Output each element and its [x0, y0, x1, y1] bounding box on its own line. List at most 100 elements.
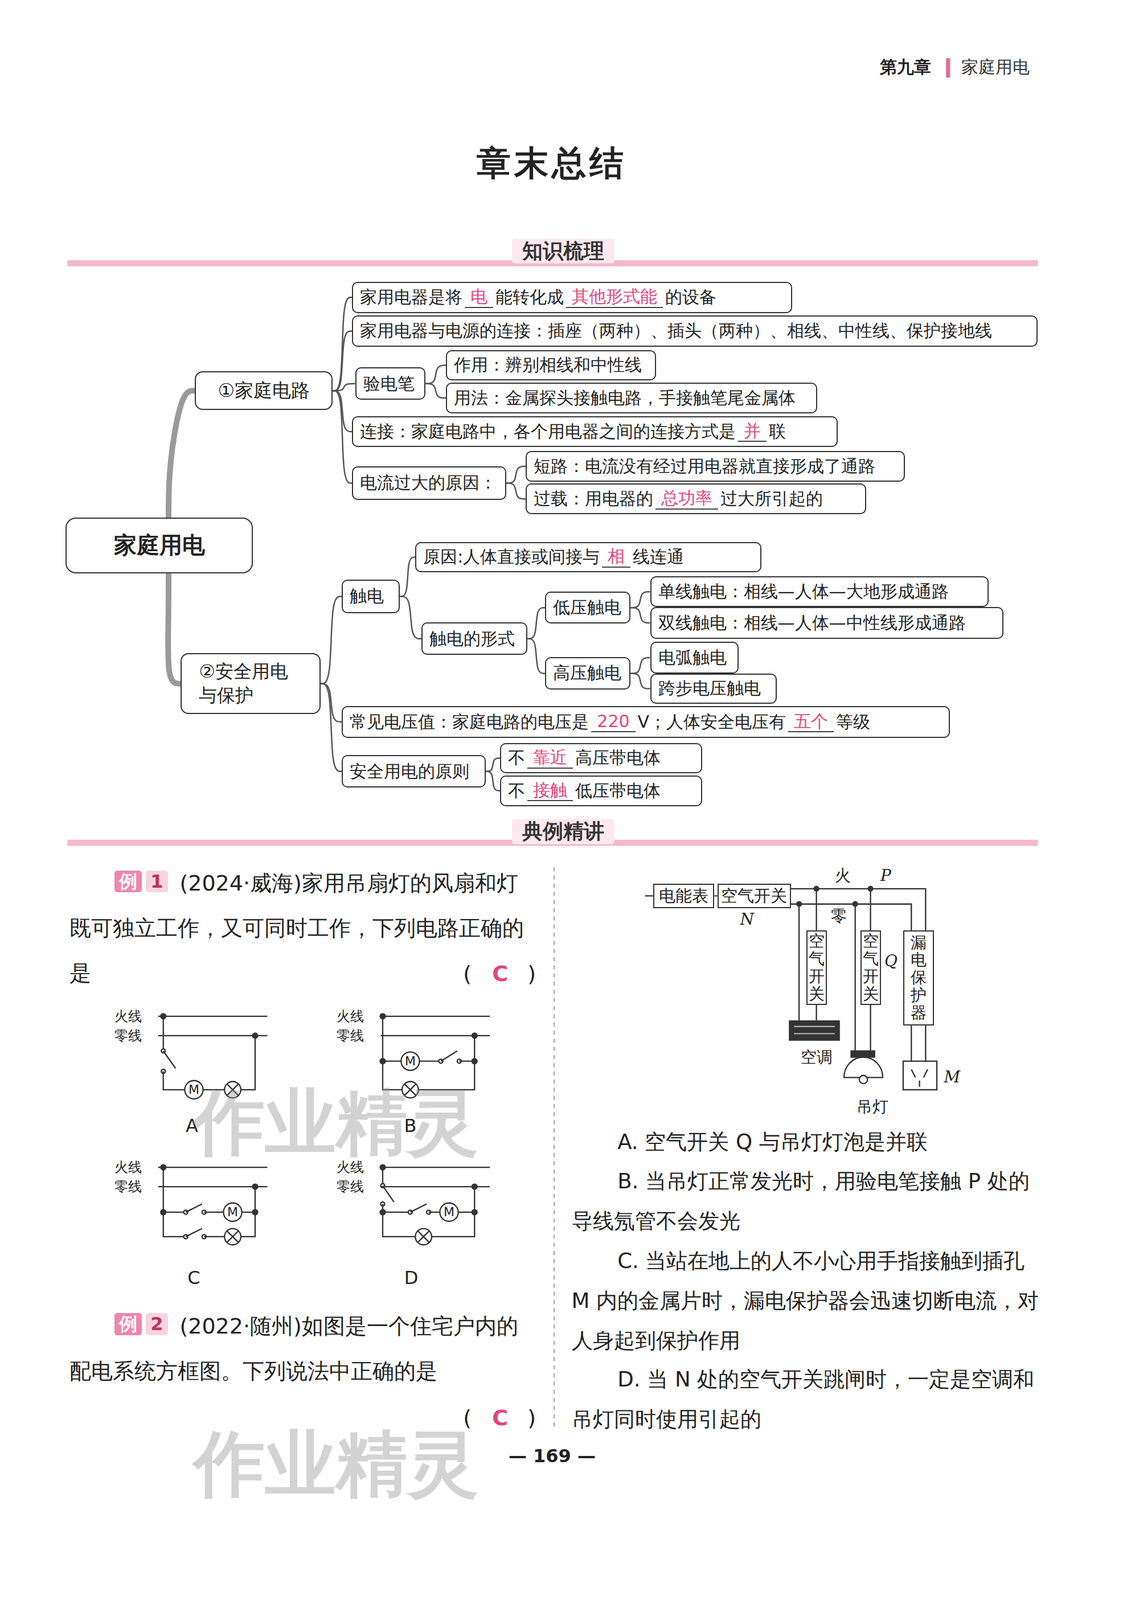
answer-choice: C [492, 1405, 508, 1432]
fact-box: 电弧触电 [650, 641, 740, 674]
node-text: 的设备 [665, 285, 717, 310]
section-heading: 知识梳理 [511, 238, 615, 264]
node-text: 电弧触电 [658, 646, 727, 670]
circuit-d [472, 1184, 478, 1190]
wire-label: 火线 [336, 1007, 364, 1025]
node-text: 双线触电：相线—人体—中性线形成通路 [658, 611, 966, 635]
meter-box: 电能表 [653, 883, 715, 909]
node-text: 家庭用电 [113, 529, 206, 561]
answer-fill: 并 [738, 421, 767, 443]
ceiling-lamp [843, 1057, 883, 1079]
motor-symbol: M [404, 1053, 416, 1069]
circuit-b [472, 1033, 478, 1039]
fact-box: 作用：辨别相线和中性线 [445, 350, 657, 381]
circuit-c [158, 1165, 268, 1246]
circuit-c [252, 1184, 258, 1190]
circuit-d [426, 1210, 431, 1215]
answer-fill: 相 [601, 546, 631, 568]
connector [332, 383, 355, 392]
node-text: 触电 [349, 584, 384, 609]
fact-box: 过载：用电器的总功率过大所引起的 [525, 483, 867, 515]
node-text: 过大所引起的 [720, 487, 823, 511]
fact-box: 原因:人体直接或间接与相线连通 [415, 542, 761, 573]
topic-box: 安全用电的原则 [341, 755, 486, 788]
breaker-box: 空气开关 [860, 930, 881, 1006]
circuit-d [408, 1210, 413, 1215]
branch-topic: ①家庭电路 [194, 371, 333, 411]
wire-label: 零线 [336, 1027, 364, 1044]
distribution-wiring [645, 888, 926, 1062]
node-text: 低压带电体 [575, 779, 661, 803]
answer-fill: 靠近 [527, 747, 573, 769]
connector [527, 638, 545, 674]
node-text: 不 [507, 746, 526, 770]
ceiling-lamp [859, 1075, 868, 1084]
chapter-number: 第九章 [879, 56, 932, 78]
page-number: — 169 — [508, 1445, 596, 1467]
circuit-a [252, 1033, 258, 1039]
breaker-box: 空气开关 [717, 883, 792, 909]
node-text: 线连通 [632, 545, 684, 569]
option-letter: C [187, 1266, 200, 1289]
node-text: 跨步电压触电 [658, 677, 761, 701]
point-label: Q [884, 951, 898, 971]
circuit-c [252, 1209, 258, 1215]
node-text: ②安全用电与保护 [198, 660, 303, 708]
wire-label: 零 [830, 906, 847, 926]
fact-box: 不靠近高压带电体 [500, 743, 703, 774]
topic-box: 触电的形式 [421, 622, 528, 655]
fact-box: 用法：金属探头接触电路，手接触笔尾金属体 [445, 382, 818, 414]
connector [320, 683, 343, 772]
connector [399, 556, 416, 597]
node-text: 单线触电：相线—人体—大地形成通路 [658, 580, 949, 604]
fact-box: 连接：家庭电路中，各个用电器之间的连接方式是并联 [351, 416, 838, 448]
circuit-b [457, 1059, 462, 1064]
node-text: 作用：辨别相线和中性线 [453, 353, 642, 377]
circuit-b [439, 1059, 444, 1064]
node-text: ①家庭电路 [217, 378, 310, 404]
node-text: 空气开关 [720, 885, 788, 908]
circuit-c [160, 1165, 166, 1171]
point-label: M [944, 1068, 961, 1088]
connector [332, 297, 352, 391]
circuit-d [380, 1165, 386, 1171]
connector [332, 390, 352, 483]
page-art [67, 58, 1038, 1429]
fact-box: 单线触电：相线—人体—大地形成通路 [650, 576, 990, 608]
watermark: 作业精灵 [193, 1079, 479, 1166]
circuit-b [472, 1058, 478, 1064]
topic-box: 触电 [341, 579, 400, 614]
answer-fill: 总功率 [655, 488, 719, 510]
node-text: 家用电器与电源的连接：插座（两种）、插头（两种）、相线、中性线、保护接地线 [359, 319, 993, 343]
wire-label: 火线 [114, 1007, 142, 1025]
fact-box: 家用电器与电源的连接：插座（两种）、插头（两种）、相线、中性线、保护接地线 [351, 315, 1038, 348]
example-badge: 例 [114, 870, 142, 893]
circuit-d [380, 1167, 490, 1237]
choice-text: B. 当吊灯正常发光时，用验电笔接触 P 处的导线氖管不会发光 [571, 1161, 1042, 1242]
node-text: 等级 [836, 710, 871, 735]
node-text: 空气开关 [808, 932, 825, 1003]
connector [630, 673, 650, 690]
fact-box: 跨步电压触电 [650, 673, 777, 705]
node-text: 常见电压值：家庭电路的电压是 [349, 710, 589, 735]
point-label: N [739, 910, 754, 930]
ceiling-lamp [843, 1051, 883, 1084]
option-letter: D [404, 1266, 419, 1289]
connector [527, 607, 545, 639]
answer-fill: 接触 [527, 780, 573, 802]
circuit-c [158, 1167, 268, 1237]
node-text: 安全用电的原则 [349, 760, 470, 784]
decor-bars [67, 58, 1038, 1429]
node-text: 验电笔 [363, 372, 415, 396]
circuit-c [202, 1210, 207, 1215]
connector [630, 657, 650, 674]
socket [903, 1061, 937, 1090]
fact-box: 不接触低压带电体 [500, 775, 703, 807]
node-text: 连接：家庭电路中，各个用电器之间的连接方式是 [359, 420, 736, 444]
distribution-wiring [796, 902, 802, 907]
node-text: 高压带电体 [575, 746, 661, 770]
connector [168, 390, 195, 518]
wire-label: 零线 [114, 1027, 142, 1044]
example-badge: 例 [114, 1313, 142, 1335]
answer-bracket: ) [527, 1405, 536, 1432]
